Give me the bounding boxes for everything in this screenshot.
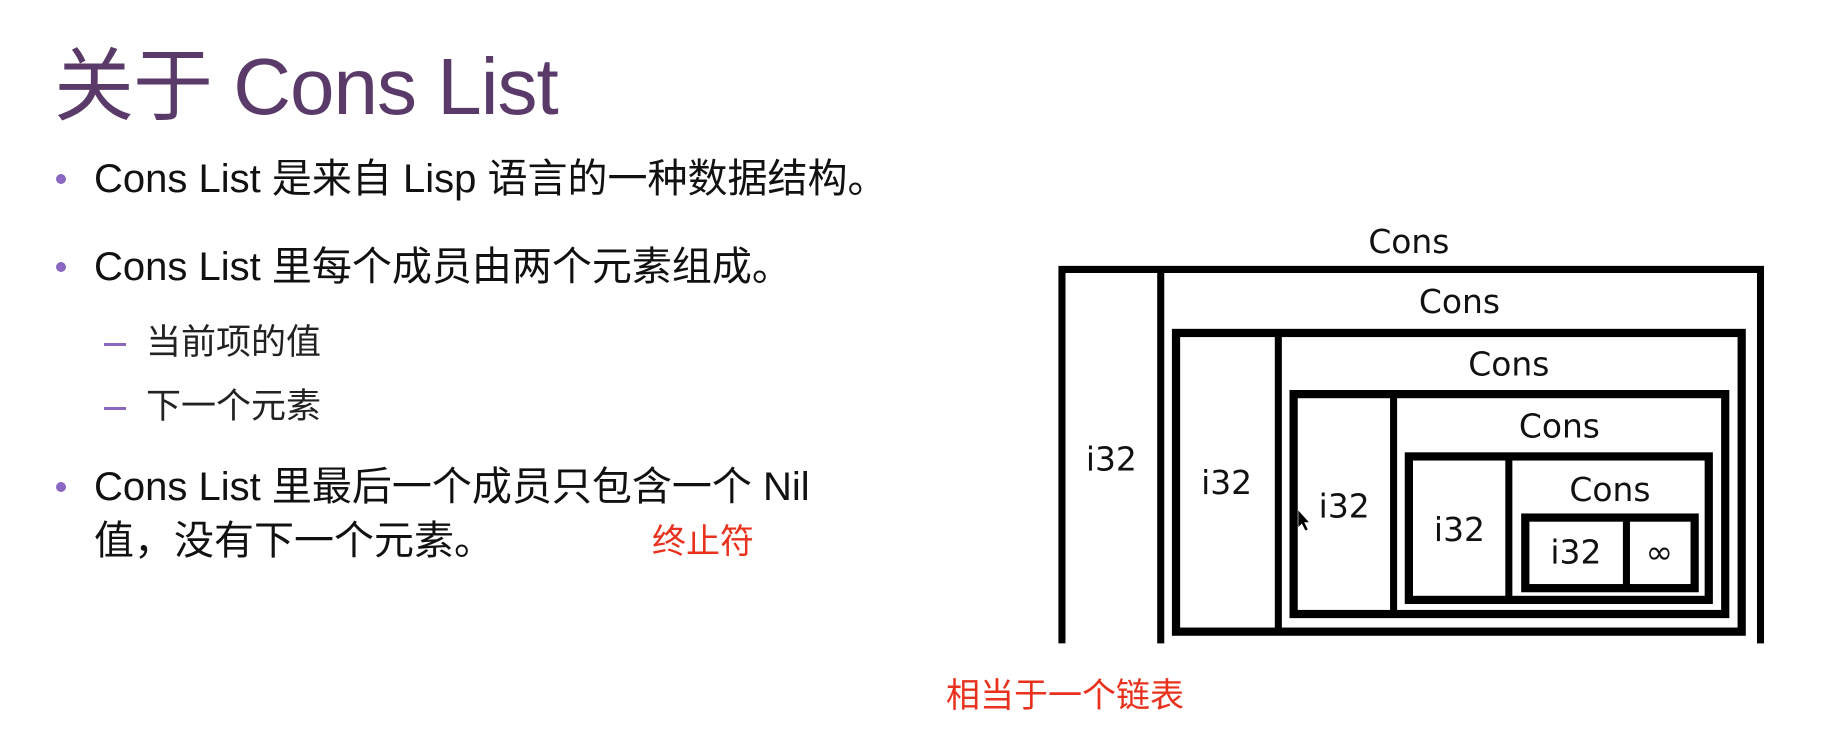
- bullet-text-line-2: 值，没有下一个元素。: [94, 519, 494, 563]
- cons-label: Cons: [1419, 282, 1500, 321]
- cons-box-3: [1289, 389, 1730, 619]
- slide-title: 关于 Cons List: [54, 42, 559, 131]
- sub-item-text: 当前项的值: [146, 323, 322, 362]
- cons-box-1: [1058, 265, 1765, 644]
- i32-label: i32: [1434, 510, 1485, 549]
- bullet-dot-icon: [56, 262, 66, 272]
- annotation-terminator: 终止符: [652, 523, 754, 561]
- bullet-dot-icon: [56, 482, 66, 492]
- sub-item-2: 下一个元素: [104, 378, 321, 429]
- cons-box-5: [1521, 513, 1699, 593]
- mouse-cursor-icon: [1298, 510, 1309, 531]
- cons-box-4: [1404, 452, 1713, 605]
- cons-label: Cons: [1519, 407, 1600, 446]
- annotation-linked-list: 相当于一个链表: [946, 677, 1184, 715]
- dash-icon: [104, 407, 126, 411]
- cons-box-2: [1171, 328, 1746, 636]
- cons-label: Cons: [1569, 470, 1650, 509]
- bullet-text-line-1: Cons List 里最后一个成员只包含一个 Nil: [94, 465, 810, 509]
- i32-label: i32: [1086, 440, 1137, 479]
- bullet-3: Cons List 里最后一个成员只包含一个 Nil 值，没有下一个元素。: [56, 460, 1016, 568]
- bullet-text: Cons List 里每个成员由两个元素组成。: [94, 245, 792, 289]
- i32-label: i32: [1201, 463, 1252, 502]
- cons-label: Cons: [1368, 222, 1449, 261]
- dash-icon: [104, 343, 126, 347]
- sub-item-1: 当前项的值: [104, 314, 321, 365]
- bullet-2: Cons List 里每个成员由两个元素组成。: [56, 240, 956, 294]
- bullet-text: Cons List 是来自 Lisp 语言的一种数据结构。: [94, 157, 888, 201]
- bullet-1: Cons List 是来自 Lisp 语言的一种数据结构。: [56, 152, 956, 206]
- i32-label: i32: [1319, 487, 1370, 526]
- cons-label: Cons: [1468, 344, 1549, 383]
- infinity-label: ∞: [1646, 532, 1673, 571]
- bullet-dot-icon: [56, 174, 66, 184]
- i32-label: i32: [1550, 532, 1601, 571]
- sub-item-text: 下一个元素: [146, 387, 322, 426]
